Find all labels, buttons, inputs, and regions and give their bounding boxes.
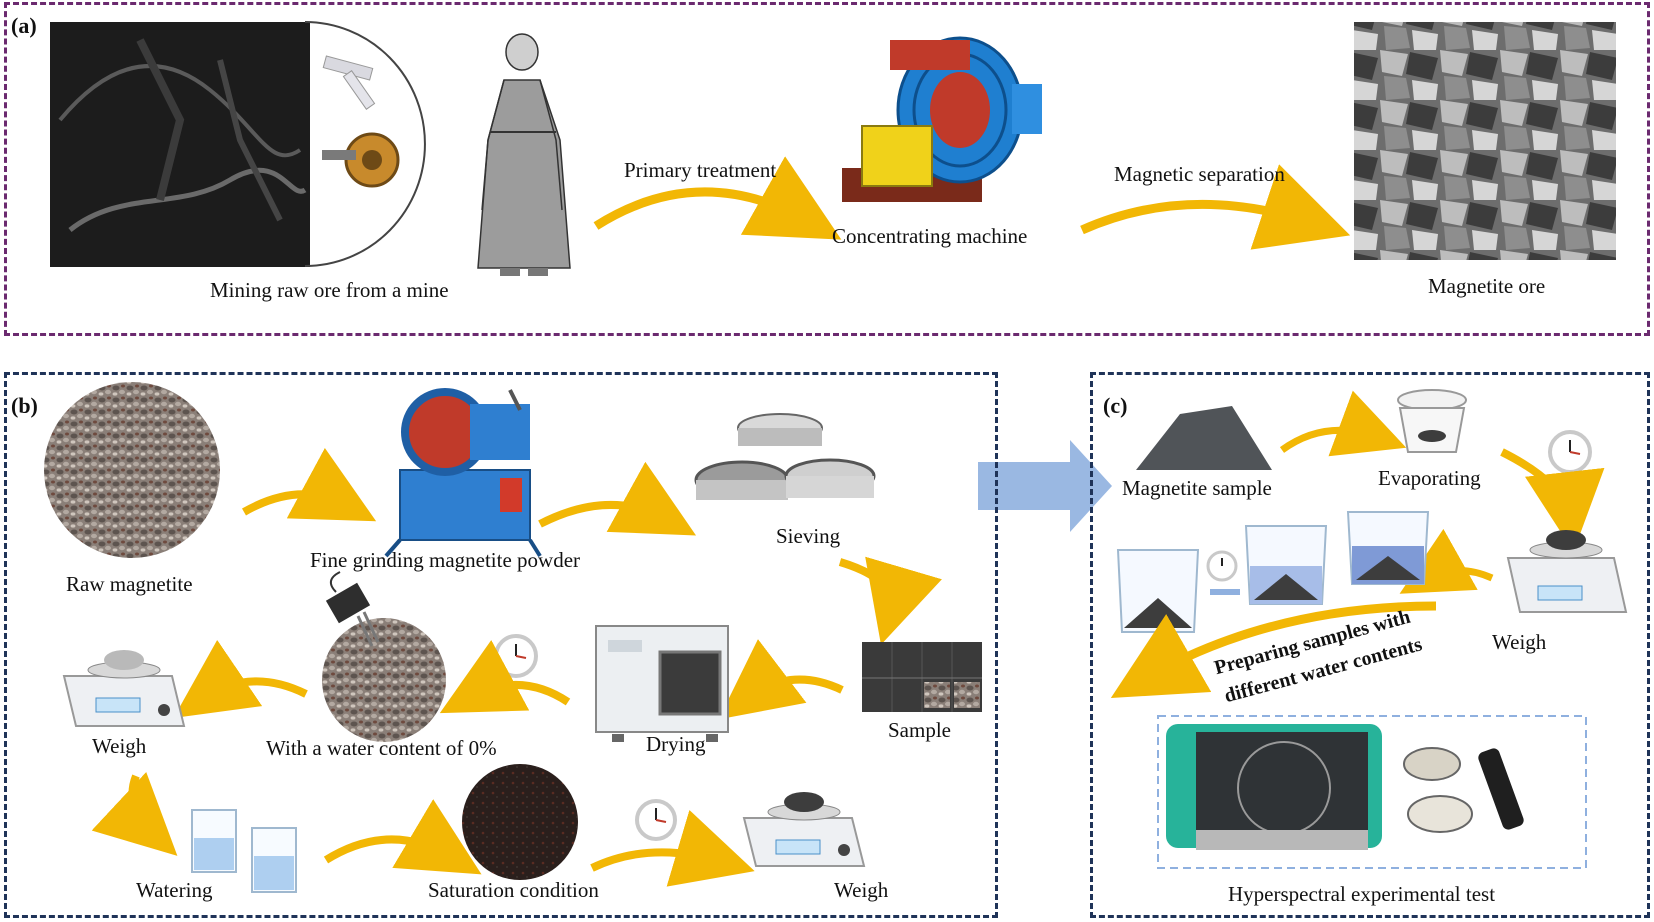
sample-caption: Sample bbox=[888, 718, 951, 742]
arrow-drying-to-water0 bbox=[439, 640, 571, 714]
panel-b-label: (b) bbox=[11, 393, 38, 418]
arrow-evaporating-to-weigh bbox=[1500, 448, 1605, 552]
probe-handle-icon bbox=[1478, 748, 1524, 830]
magnetite-sample-caption: Magnetite sample bbox=[1122, 476, 1272, 500]
weigh-caption-1: Weigh bbox=[92, 734, 147, 758]
arrow-sieving-to-sample bbox=[838, 556, 942, 645]
drying-caption: Drying bbox=[646, 732, 706, 756]
reflectance-panel-icon bbox=[1403, 747, 1473, 833]
panel-a: (a) bbox=[4, 2, 1650, 336]
beaker-full-water bbox=[1346, 511, 1430, 585]
tool-circle-frame bbox=[304, 21, 426, 267]
saturation-caption: Saturation condition bbox=[428, 878, 599, 902]
watering-caption: Watering bbox=[136, 878, 213, 902]
spectrometer-device bbox=[1166, 724, 1382, 850]
scale-weigh-2 bbox=[742, 792, 866, 867]
arrow-grinding-to-sieving bbox=[538, 461, 697, 536]
water-content-0-caption: With a water content of 0% bbox=[266, 736, 497, 760]
arrow-primary-treatment bbox=[593, 156, 842, 240]
concentrating-machine-caption: Concentrating machine bbox=[832, 224, 1028, 248]
ball-mill-machine bbox=[842, 36, 1042, 202]
sieve-set bbox=[694, 413, 876, 500]
arrow-sample-to-evaporating bbox=[1279, 390, 1407, 457]
arrow-preparing-samples bbox=[1110, 601, 1437, 699]
arrow-watering-to-saturation bbox=[323, 799, 482, 875]
arrow-magnetic-separation bbox=[1080, 164, 1351, 250]
mine-caption: Mining raw ore from a mine bbox=[210, 278, 449, 302]
panel-b: (b) bbox=[4, 372, 998, 918]
grinding-machine bbox=[384, 388, 542, 558]
evaporating-caption: Evaporating bbox=[1378, 466, 1481, 490]
scale-weigh-1 bbox=[62, 650, 186, 727]
clock-icon-beakers bbox=[1206, 550, 1238, 582]
arrow-water0-to-weigh bbox=[173, 639, 308, 718]
hammer-icon bbox=[322, 55, 376, 110]
weigh-caption-3: Weigh bbox=[1492, 630, 1547, 654]
dry-sample-image bbox=[322, 618, 446, 742]
mine-photo bbox=[50, 22, 310, 267]
worker-figure bbox=[477, 33, 571, 276]
saturated-sample-image bbox=[462, 764, 578, 880]
panel-c: (c) bbox=[1090, 372, 1650, 918]
arrow-saturation-to-weigh bbox=[590, 809, 755, 887]
drill-icon bbox=[322, 132, 400, 188]
panel-a-label: (a) bbox=[11, 13, 37, 38]
arrow-sample-to-drying bbox=[718, 639, 844, 720]
drying-oven bbox=[595, 625, 729, 742]
beaker-half-water bbox=[1244, 525, 1328, 605]
hyperspectral-frame bbox=[1157, 715, 1587, 869]
raw-magnetite-caption: Raw magnetite bbox=[66, 572, 193, 596]
sieving-caption: Sieving bbox=[776, 524, 841, 548]
scale-weigh-3 bbox=[1506, 530, 1628, 613]
magnetite-sample-pile bbox=[1136, 406, 1272, 470]
magnetic-separation-caption: Magnetic separation bbox=[1114, 162, 1285, 186]
fine-grinding-caption: Fine grinding magnetite powder bbox=[310, 548, 581, 572]
moisture-probe-icon bbox=[325, 571, 380, 647]
primary-treatment-caption: Primary treatment bbox=[624, 158, 777, 182]
arrow-weigh-to-beakers bbox=[1399, 528, 1494, 594]
magnetite-rock-pile bbox=[1354, 22, 1616, 260]
crucible-icon bbox=[1397, 389, 1467, 453]
weigh-caption-2: Weigh bbox=[834, 878, 889, 902]
magnetite-ore-caption: Magnetite ore bbox=[1428, 274, 1546, 298]
transfer-arrow-b-to-c bbox=[978, 440, 1112, 532]
sample-tray bbox=[862, 642, 982, 712]
hyperspectral-caption: Hyperspectral experimental test bbox=[1228, 882, 1496, 906]
raw-magnetite-image bbox=[44, 382, 220, 558]
beakers-watering bbox=[191, 809, 297, 893]
panel-c-label: (c) bbox=[1103, 393, 1128, 418]
arrow-weigh-to-watering bbox=[91, 772, 178, 856]
arrow-raw-to-grinding bbox=[242, 447, 377, 522]
